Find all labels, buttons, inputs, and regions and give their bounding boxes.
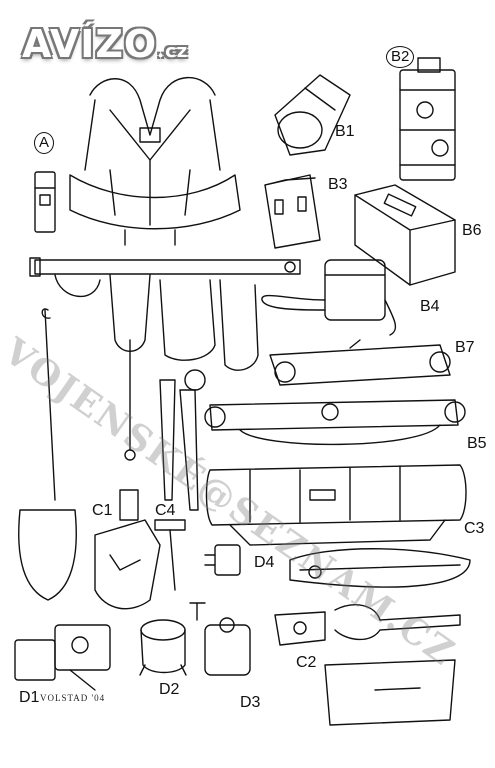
belt-carrier-drawing bbox=[399, 57, 456, 181]
label-c2: C2 bbox=[296, 654, 317, 671]
label-b1: B1 bbox=[335, 123, 355, 140]
label-d1: D1 bbox=[19, 689, 40, 706]
field-device-drawing bbox=[14, 624, 111, 691]
pick-drawing bbox=[154, 519, 186, 591]
spare-barrel-tube-drawing bbox=[204, 399, 466, 446]
artist-signature: VOLSTAD '04 bbox=[40, 693, 106, 703]
label-c1: C1 bbox=[92, 502, 113, 519]
small-device-drawing bbox=[204, 544, 241, 576]
avizo-logo: AVÍZO.cz bbox=[22, 22, 188, 66]
label-c4: C4 bbox=[155, 502, 176, 519]
stove-drawing bbox=[139, 619, 187, 676]
roll-bag-drawing bbox=[205, 464, 467, 546]
harness-drawing bbox=[69, 76, 241, 246]
long-shovel-drawing bbox=[18, 308, 77, 601]
belt-drawing bbox=[29, 257, 301, 461]
ammo-drum-drawing bbox=[274, 74, 351, 156]
fuel-canister-drawing bbox=[189, 602, 251, 676]
logo-brand: AVÍZO bbox=[22, 22, 158, 66]
label-d3: D3 bbox=[240, 694, 261, 711]
label-c3: C3 bbox=[464, 520, 485, 537]
label-b7: B7 bbox=[455, 339, 475, 356]
tool-set-drawing bbox=[274, 604, 461, 726]
label-b4: B4 bbox=[420, 298, 440, 315]
small-pouch-drawing bbox=[34, 171, 56, 233]
label-b5: B5 bbox=[467, 435, 487, 452]
label-d4: D4 bbox=[254, 554, 275, 571]
label-b6: B6 bbox=[462, 222, 482, 239]
canister-with-strap-drawing bbox=[261, 259, 397, 336]
label-d2: D2 bbox=[159, 681, 180, 698]
label-a: A bbox=[34, 132, 55, 154]
label-b3: B3 bbox=[328, 176, 348, 193]
logo-tld: .cz bbox=[157, 41, 189, 62]
pouch-box-drawing bbox=[264, 174, 321, 249]
bayonet-drawing bbox=[159, 369, 206, 511]
wire-cutter-drawing bbox=[289, 548, 471, 588]
ammo-box-drawing bbox=[354, 184, 456, 286]
label-b2: B2 bbox=[386, 46, 415, 68]
barrel-case-drawing bbox=[269, 339, 451, 386]
shovel-cover-drawing bbox=[94, 489, 161, 610]
